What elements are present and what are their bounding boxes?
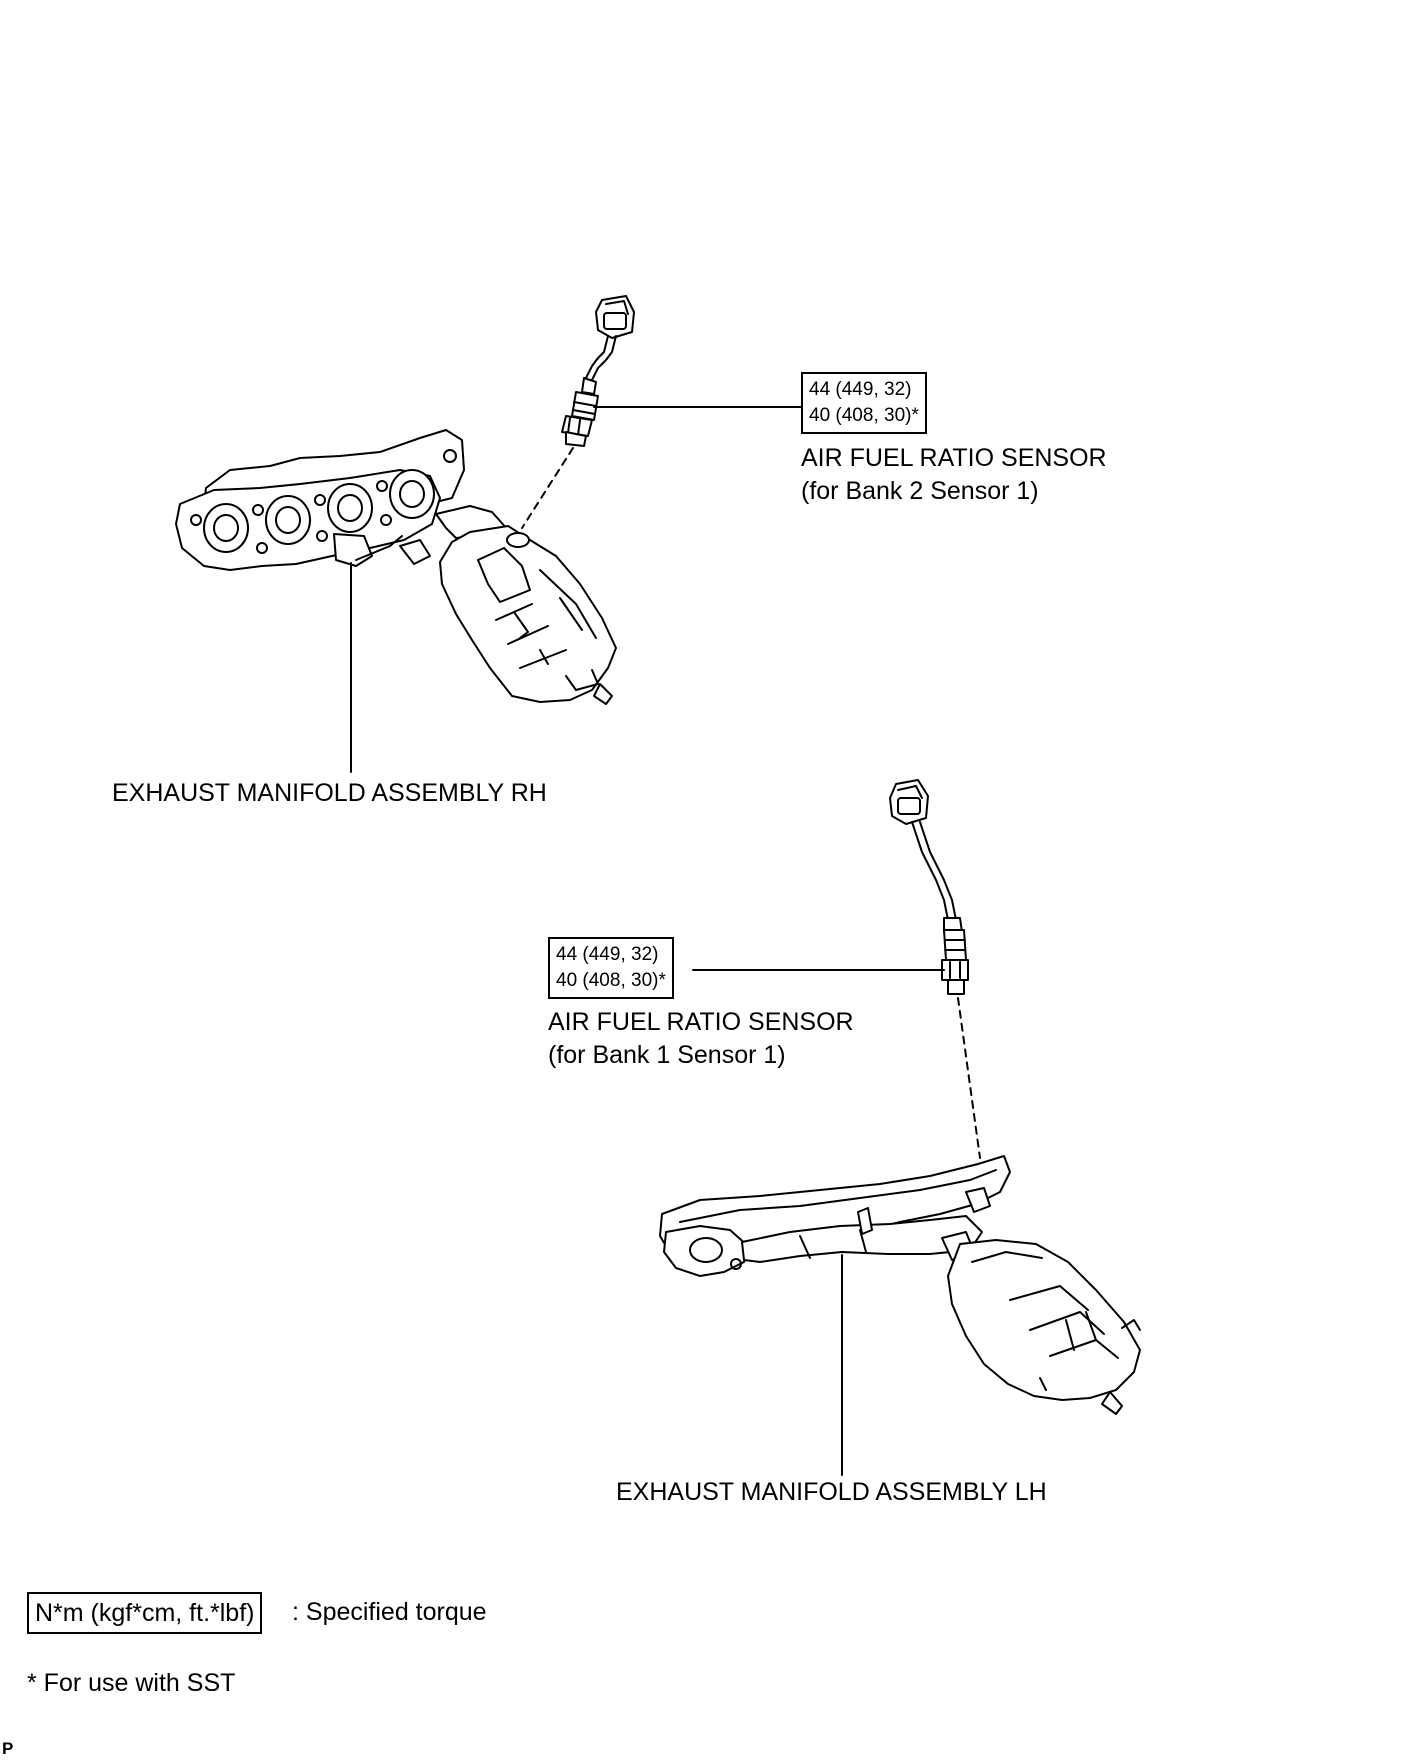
sensor-qualifier: (for Bank 2 Sensor 1) [801, 477, 1039, 505]
exhaust-manifold-lh-illustration [659, 1155, 1141, 1415]
sensor-label-bank1: AIR FUEL RATIO SENSOR (for Bank 1 Sensor… [548, 1006, 854, 1072]
air-fuel-ratio-sensor-bank2-illustration [561, 295, 635, 447]
sensor-install-path-bank2 [521, 447, 574, 529]
torque-spec-line2: 40 (408, 30)* [809, 405, 919, 426]
corner-mark: P [2, 1739, 14, 1758]
torque-spec-box-bank2: 44 (449, 32) 40 (408, 30)* [801, 372, 927, 434]
sensor-name: AIR FUEL RATIO SENSOR [548, 1008, 854, 1036]
torque-spec-box-bank1: 44 (449, 32) 40 (408, 30)* [548, 937, 674, 999]
exhaust-manifold-lh-label: EXHAUST MANIFOLD ASSEMBLY LH [616, 1478, 1047, 1506]
exhaust-manifold-rh-illustration [175, 429, 617, 705]
sensor-name: AIR FUEL RATIO SENSOR [801, 444, 1107, 472]
sst-footnote: * For use with SST [27, 1669, 236, 1697]
air-fuel-ratio-sensor-bank1-illustration [889, 779, 969, 995]
torque-spec-line1: 44 (449, 32) [556, 944, 659, 965]
torque-unit-legend-text: : Specified torque [292, 1598, 487, 1626]
sensor-install-path-bank1 [957, 997, 981, 1159]
torque-unit-legend-box: N*m (kgf*cm, ft.*lbf) [27, 1592, 263, 1634]
sensor-qualifier: (for Bank 1 Sensor 1) [548, 1041, 786, 1069]
sensor-label-bank2: AIR FUEL RATIO SENSOR (for Bank 2 Sensor… [801, 442, 1107, 508]
torque-spec-line1: 44 (449, 32) [809, 379, 912, 400]
exhaust-manifold-rh-label: EXHAUST MANIFOLD ASSEMBLY RH [112, 779, 547, 807]
torque-spec-line2: 40 (408, 30)* [556, 970, 666, 991]
